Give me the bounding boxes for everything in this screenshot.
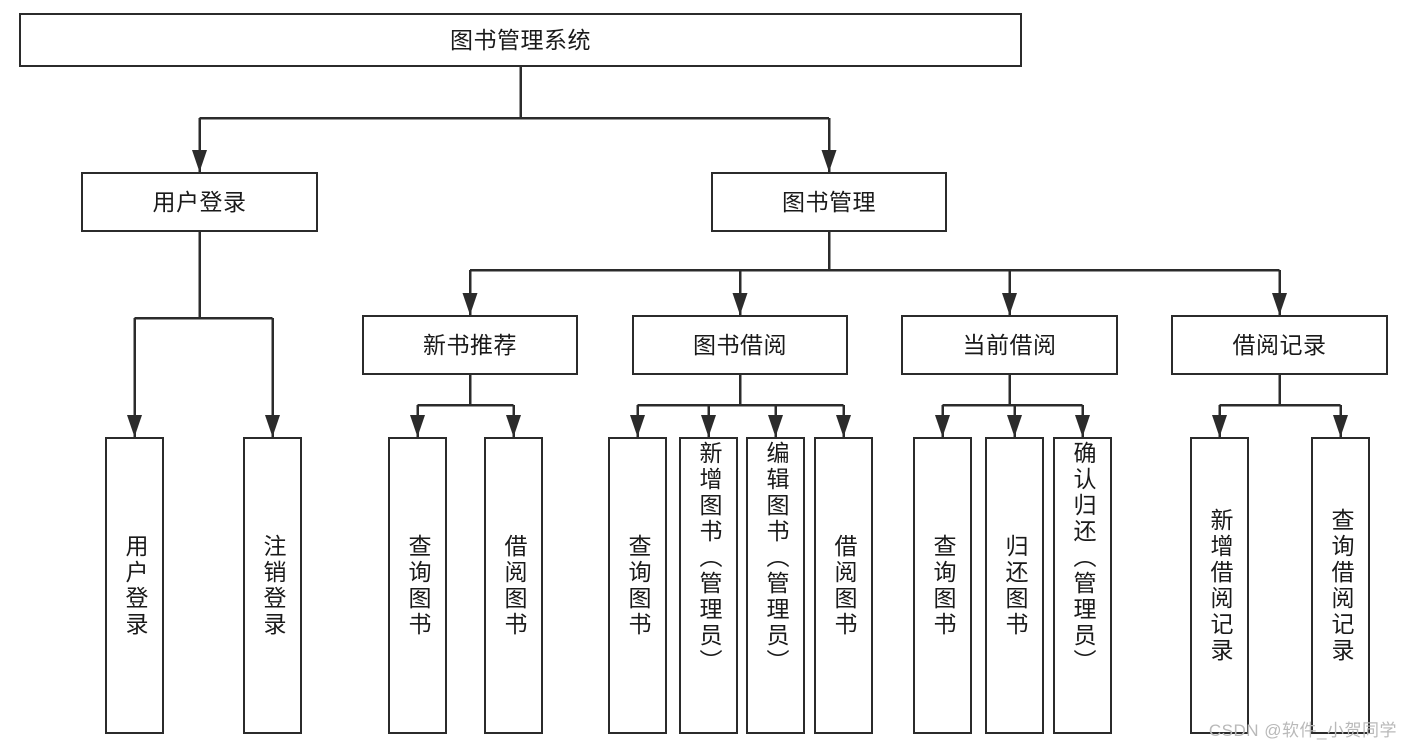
node-leaf-confirm-return: 确认归还（管理员）	[1053, 437, 1112, 734]
node-label: 查询图书	[405, 533, 431, 638]
node-book-management: 图书管理	[711, 172, 947, 232]
node-label: 查询图书	[930, 533, 956, 638]
node-label: 图书管理	[782, 188, 876, 215]
node-label: 新书推荐	[423, 331, 517, 358]
node-leaf-query-book-current: 查询图书	[913, 437, 972, 734]
node-label: 查询图书	[625, 533, 651, 638]
node-root: 图书管理系统	[19, 13, 1022, 67]
node-leaf-user-logout: 注销登录	[243, 437, 302, 734]
node-label: 注销登录	[260, 533, 286, 638]
node-label: 当前借阅	[962, 331, 1057, 358]
node-new-book-recommend: 新书推荐	[362, 315, 578, 375]
node-user-login: 用户登录	[81, 172, 318, 232]
node-label: 图书管理系统	[450, 26, 591, 53]
node-leaf-user-login: 用户登录	[105, 437, 164, 734]
node-leaf-return-book: 归还图书	[985, 437, 1044, 734]
node-label: 图书借阅	[693, 331, 787, 358]
node-label: 归还图书	[1002, 533, 1028, 638]
node-leaf-query-borrow-record: 查询借阅记录	[1311, 437, 1370, 734]
node-label: 新增借阅记录	[1207, 507, 1233, 664]
node-label: 新增图书（管理员）	[696, 441, 722, 675]
node-current-borrow: 当前借阅	[901, 315, 1118, 375]
node-label: 查询借阅记录	[1328, 507, 1354, 664]
csdn-watermark: CSDN @软件_小贺同学	[1208, 721, 1397, 740]
node-label: 用户登录	[122, 533, 148, 638]
node-leaf-add-borrow-record: 新增借阅记录	[1190, 437, 1249, 734]
node-label: 借阅图书	[831, 533, 857, 638]
node-leaf-add-book: 新增图书（管理员）	[679, 437, 738, 734]
node-leaf-borrow-book: 借阅图书	[814, 437, 873, 734]
node-label: 编辑图书（管理员）	[763, 441, 789, 675]
node-leaf-query-book-borrow: 查询图书	[608, 437, 667, 734]
node-leaf-edit-book: 编辑图书（管理员）	[746, 437, 805, 734]
node-label: 借阅图书	[501, 533, 527, 638]
node-borrow-record: 借阅记录	[1171, 315, 1388, 375]
node-book-borrow: 图书借阅	[632, 315, 848, 375]
node-label: 确认归还（管理员）	[1070, 441, 1096, 675]
node-leaf-query-book-recommend: 查询图书	[388, 437, 447, 734]
node-label: 用户登录	[152, 188, 247, 215]
node-label: 借阅记录	[1232, 331, 1327, 358]
node-leaf-borrow-book-recommend: 借阅图书	[484, 437, 543, 734]
